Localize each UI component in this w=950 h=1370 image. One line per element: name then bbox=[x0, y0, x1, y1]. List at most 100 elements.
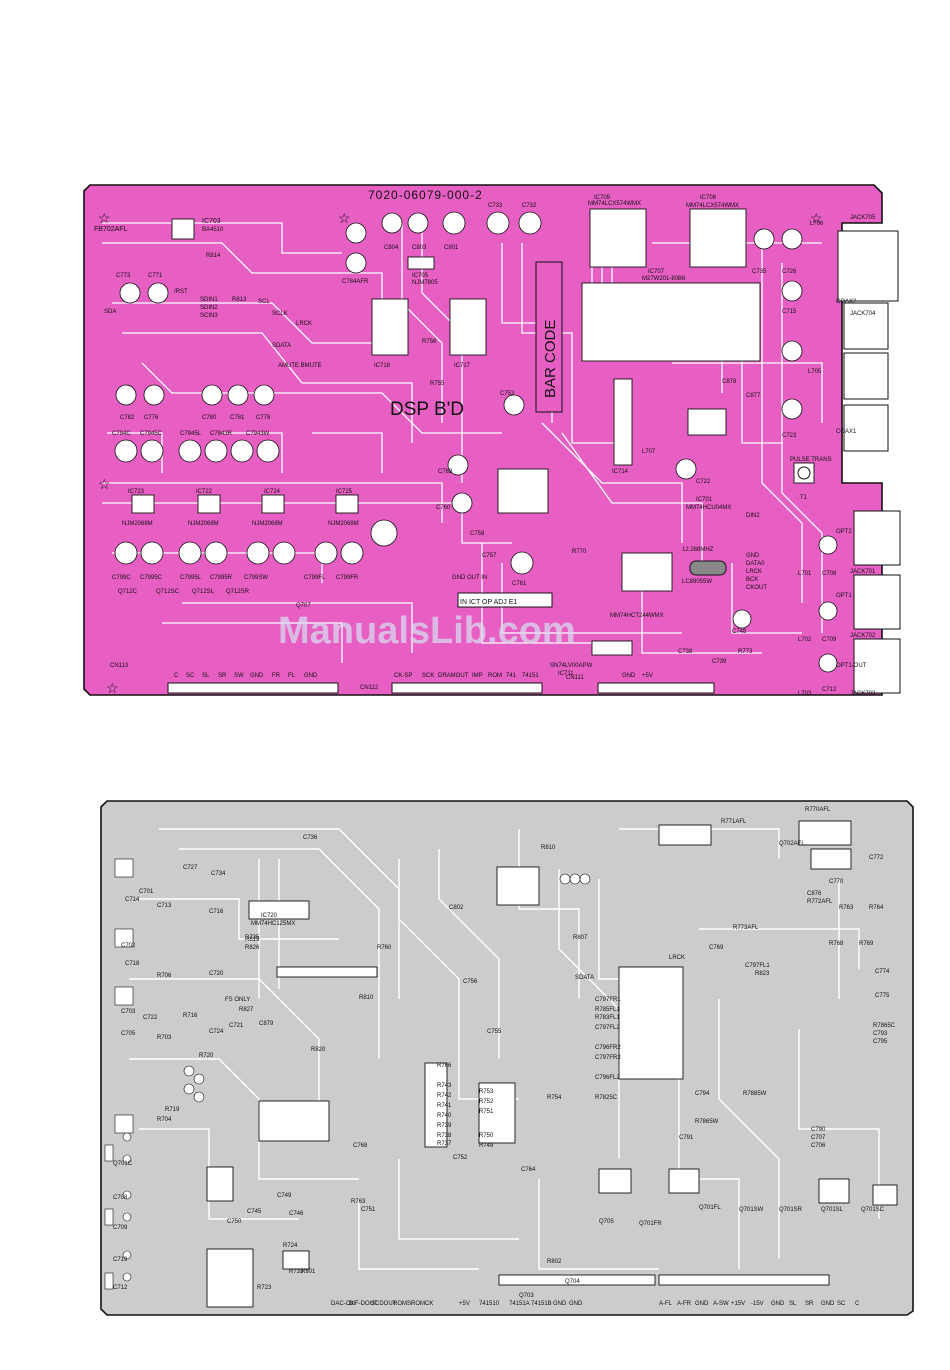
bottom-ic-top-right bbox=[798, 820, 852, 846]
component-label: C7943R bbox=[210, 431, 233, 437]
bottom-res-left bbox=[206, 1166, 234, 1202]
component-label: GND bbox=[304, 673, 318, 679]
component-label: R807 bbox=[573, 935, 588, 941]
component-label: L705 bbox=[808, 369, 822, 375]
component-label: CN111 bbox=[566, 675, 584, 681]
component-label: R772AFL bbox=[807, 899, 833, 905]
component-label: ☆ bbox=[810, 210, 823, 226]
pulse-trans-circle bbox=[797, 466, 811, 480]
ic711-ref: IC711 bbox=[558, 671, 574, 677]
component-label: C790 bbox=[811, 1127, 826, 1133]
ic717 bbox=[449, 298, 487, 356]
component-label: C749 bbox=[277, 1193, 292, 1199]
component-label: R752 bbox=[479, 1099, 494, 1105]
component-label: CN113 bbox=[110, 663, 129, 669]
component-label: GND bbox=[821, 1301, 835, 1307]
component-label: R770 bbox=[572, 549, 587, 555]
ic707 bbox=[581, 282, 761, 362]
component-label: Q701FL bbox=[699, 1205, 721, 1211]
component-label: C bbox=[174, 673, 179, 679]
component-label: C776 bbox=[144, 415, 159, 421]
component-label: C794C bbox=[112, 431, 131, 437]
component-label: R802 bbox=[547, 1259, 562, 1265]
top-connector-pins: C SC SL SR SW GND FR FL GND CK-SP SCK DR… bbox=[174, 673, 653, 679]
component-label: C796FR2 bbox=[595, 1045, 621, 1051]
component-label: C7995R bbox=[210, 575, 233, 581]
ic720-part: MM74HC125MX bbox=[251, 921, 295, 927]
component-label: SCL bbox=[258, 299, 270, 305]
bottom-ic-top-right-2 bbox=[810, 848, 852, 870]
ic705 bbox=[407, 256, 435, 270]
ic723 bbox=[131, 494, 155, 514]
component-label: T1 bbox=[800, 495, 808, 501]
component-label: SCDOUT bbox=[371, 1301, 397, 1307]
ic720-bottom-row bbox=[276, 966, 378, 978]
component-label: LRCK bbox=[746, 569, 762, 575]
component-label: C764 bbox=[521, 1167, 536, 1173]
component-label: C769 bbox=[709, 945, 724, 951]
component-label: C791 bbox=[679, 1135, 694, 1141]
component-label: R741 bbox=[437, 1103, 452, 1109]
component-label: Q701C bbox=[113, 1161, 133, 1167]
component-label: Q702AFL bbox=[779, 841, 805, 847]
component-label: SC bbox=[186, 673, 195, 679]
component-label: R753 bbox=[479, 1089, 494, 1095]
ic722-ref: IC722 bbox=[196, 489, 213, 495]
component-label: C706 bbox=[811, 1143, 826, 1149]
component-label: C797FL1 bbox=[745, 963, 770, 969]
component-label: A-FL bbox=[659, 1301, 673, 1307]
pad-left-2 bbox=[114, 928, 134, 948]
component-label: R703 bbox=[157, 1035, 172, 1041]
jumper-label: IN ICT OP ADJ E1 bbox=[460, 599, 517, 606]
component-label: R723 bbox=[257, 1285, 272, 1291]
component-label: C772 bbox=[869, 855, 884, 861]
component-label: Q712C bbox=[118, 589, 138, 595]
pad-left-7 bbox=[104, 1272, 114, 1290]
component-label: C746 bbox=[289, 1211, 304, 1217]
component-label: R706 bbox=[157, 973, 172, 979]
component-label: GND bbox=[746, 553, 760, 559]
component-label: C723 bbox=[782, 433, 797, 439]
board-part-number: 7020-06079-000-2 bbox=[368, 188, 483, 202]
jack703-coax bbox=[843, 352, 889, 400]
component-label: DRAMOUT bbox=[438, 673, 469, 679]
component-label: 74151A bbox=[509, 1301, 530, 1307]
component-label: C793 bbox=[873, 1031, 888, 1037]
component-label: /RST bbox=[174, 289, 188, 295]
component-label: C804 bbox=[384, 245, 399, 251]
component-label: Q701SW bbox=[739, 1207, 764, 1213]
bottom-q-block-4 bbox=[872, 1184, 898, 1206]
component-label: ☆ bbox=[98, 476, 111, 492]
ic701-ref: IC701 bbox=[696, 497, 713, 503]
component-label: C701 bbox=[139, 889, 154, 895]
component-label: C763 bbox=[438, 469, 453, 475]
component-label: LC89055W bbox=[682, 579, 712, 585]
ic723-ref: IC723 bbox=[128, 489, 145, 495]
ic707-ref: IC707 bbox=[648, 269, 665, 275]
ic725-ref: IC725 bbox=[336, 489, 353, 495]
ic708 bbox=[689, 208, 747, 268]
component-label: R763 bbox=[351, 1199, 366, 1205]
component-label: R733 bbox=[289, 1269, 304, 1275]
component-label: C7943W bbox=[246, 431, 270, 437]
component-label: AMUTE BMUTE bbox=[278, 363, 322, 369]
top-ics: IC703 BA4510 IC705 NJM7805 IC709 MM74LCX… bbox=[122, 195, 815, 677]
jack702-coax bbox=[843, 404, 889, 452]
component-label: SW bbox=[234, 673, 244, 679]
component-label: C748 bbox=[732, 629, 747, 635]
bottom-res-block bbox=[478, 1082, 516, 1144]
component-label: Q712SR bbox=[226, 589, 250, 595]
component-label: FR bbox=[272, 673, 281, 679]
component-label: CKOUT bbox=[746, 585, 767, 591]
bottom-res-column bbox=[424, 1062, 448, 1148]
ic709 bbox=[589, 208, 647, 268]
ic707-part: M27W201-80B6 bbox=[642, 276, 686, 282]
component-label: R7865W bbox=[695, 1119, 719, 1125]
ic718-ref: IC718 bbox=[374, 363, 391, 369]
component-label: C784AFR bbox=[342, 279, 369, 285]
component-label: C724 bbox=[209, 1029, 224, 1035]
mounting-holes: ☆ ☆ ☆ ☆ ☆ bbox=[98, 210, 823, 696]
ic725 bbox=[335, 494, 359, 514]
ic708-part: MM74LCX574WMX bbox=[686, 203, 739, 209]
ic722 bbox=[197, 494, 221, 514]
